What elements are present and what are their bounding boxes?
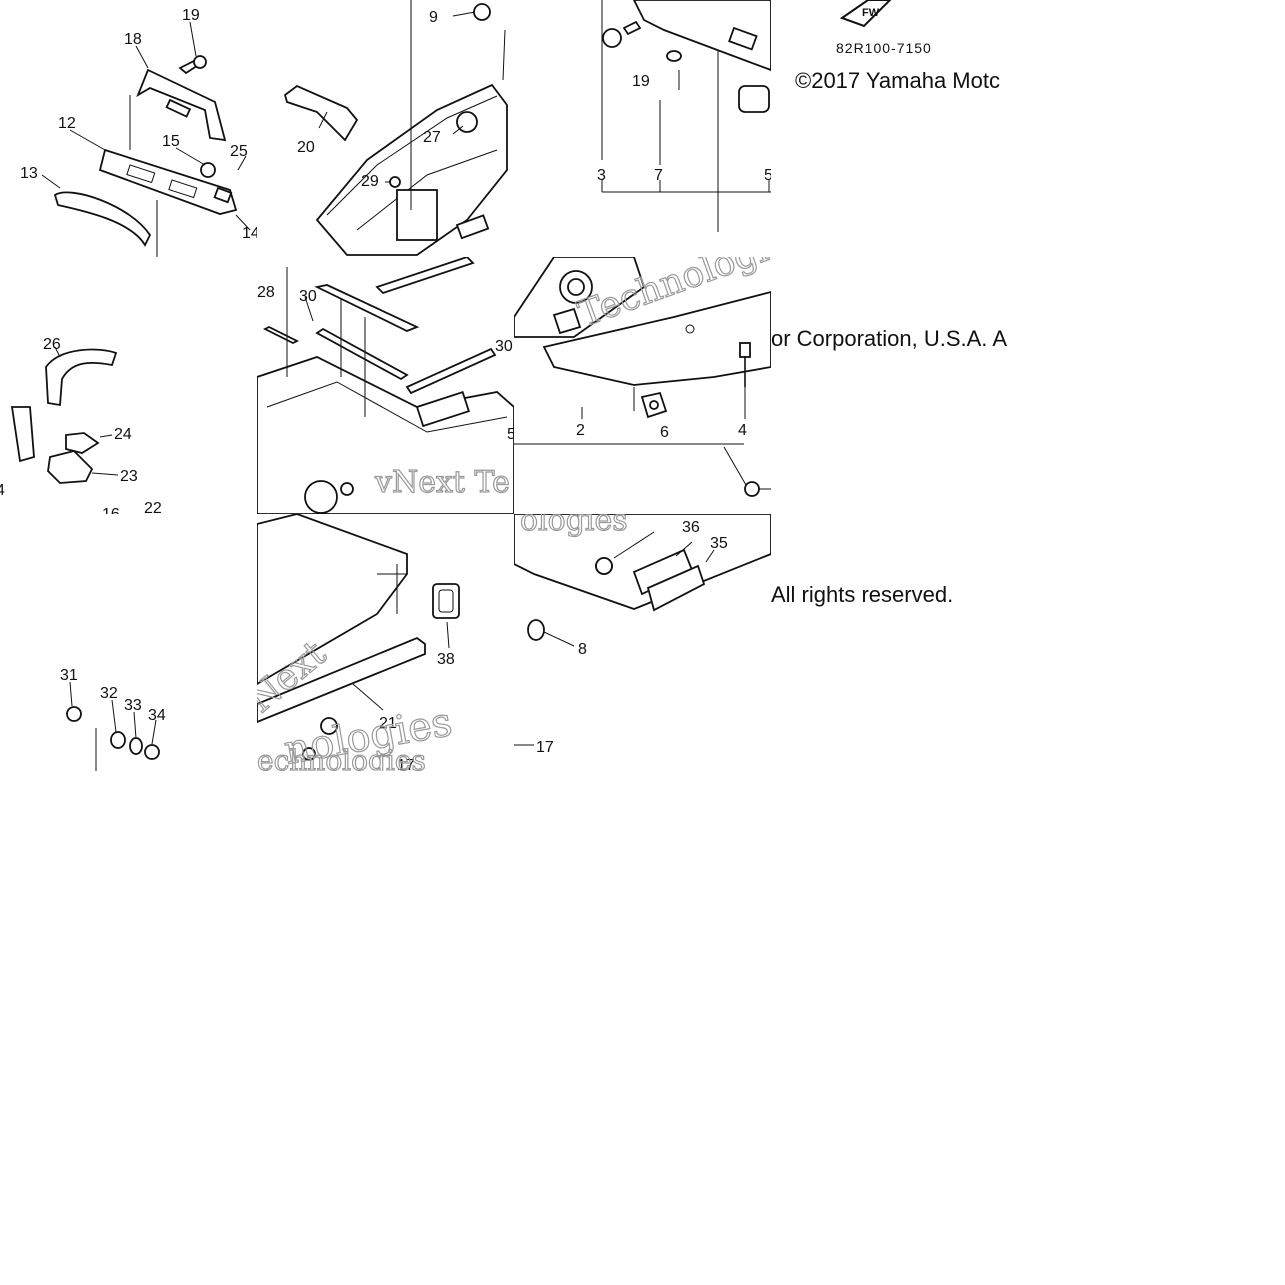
callout-31: 31 bbox=[60, 667, 78, 684]
callout-9: 9 bbox=[429, 9, 438, 26]
cross-bar-part bbox=[314, 257, 475, 332]
bolt-31-part bbox=[66, 706, 82, 722]
callout-7: 7 bbox=[654, 167, 663, 184]
clip-6-part bbox=[640, 391, 668, 419]
bracket-23-part bbox=[47, 450, 94, 484]
part-code: 82R100-7150 bbox=[836, 40, 932, 56]
callout-33: 33 bbox=[124, 697, 142, 714]
callout-6: 6 bbox=[660, 424, 669, 441]
cap-9-part bbox=[473, 3, 491, 21]
handle-26-part bbox=[45, 348, 118, 407]
arrow-icon bbox=[839, 0, 892, 28]
washer-32-part bbox=[110, 731, 126, 749]
copyright-line-3: All rights reserved. bbox=[771, 582, 954, 607]
callout-17: 17 bbox=[536, 739, 554, 756]
callout-32: 32 bbox=[100, 685, 118, 702]
nut-part bbox=[744, 481, 760, 497]
callout-18: 18 bbox=[124, 31, 142, 48]
callout-27: 27 bbox=[423, 129, 441, 146]
callout-14: 14 bbox=[242, 225, 257, 242]
diagram-tile-bottom-middle: 38 21 17 Next nologies echnologies bbox=[257, 514, 514, 771]
watermark-text: vNext Te bbox=[374, 465, 510, 500]
clip-7-part bbox=[666, 50, 682, 62]
diagram-tile-mid-right: 2 6 4 Technologies bbox=[514, 257, 771, 514]
bracket-24-part bbox=[65, 432, 100, 454]
rod-30-part bbox=[315, 327, 409, 381]
tab-14-part bbox=[213, 186, 233, 204]
callout-36: 36 bbox=[682, 519, 700, 536]
plate-12-part bbox=[98, 148, 238, 215]
callout-16: 16 bbox=[102, 506, 120, 514]
callout-12: 12 bbox=[58, 115, 76, 132]
strip-21-part bbox=[257, 636, 426, 723]
bolt-19-part bbox=[178, 55, 207, 75]
lower-frame-part bbox=[257, 356, 514, 514]
copyright-line-1: ©2017 Yamaha Motc bbox=[795, 68, 1000, 93]
callout-5: 5 bbox=[507, 426, 514, 443]
callout-3: 3 bbox=[597, 167, 606, 184]
diagram-tile-top-middle: 9 20 27 29 bbox=[257, 0, 514, 257]
diagram-tile-bottom-left: 31 32 33 34 bbox=[0, 514, 257, 771]
callout-20: 20 bbox=[297, 139, 315, 156]
gusset-part bbox=[514, 257, 646, 338]
callout-17: 17 bbox=[397, 757, 415, 771]
reflector-35-part bbox=[632, 548, 706, 612]
watermark-text: echnologies bbox=[257, 744, 426, 771]
callout-8: 8 bbox=[578, 641, 587, 658]
callout-2: 2 bbox=[576, 422, 585, 439]
callout-35: 35 bbox=[710, 535, 728, 552]
rod-30b-part bbox=[405, 347, 497, 395]
callout-22: 22 bbox=[144, 500, 162, 514]
callout-19: 19 bbox=[632, 73, 650, 90]
callout-26: 26 bbox=[43, 336, 61, 353]
bar-4-part bbox=[10, 406, 35, 463]
bolt-part bbox=[302, 717, 338, 761]
cover-20-part bbox=[283, 84, 359, 142]
callout-19: 19 bbox=[182, 7, 200, 24]
plug-8-part bbox=[527, 619, 545, 641]
callout-30b: 30 bbox=[495, 338, 513, 355]
side-rail-2-part bbox=[542, 291, 771, 386]
watermark-text: ologies bbox=[520, 514, 628, 538]
grommet-38-part bbox=[432, 583, 460, 619]
callout-5: 5 bbox=[764, 167, 771, 184]
bolt-19-part bbox=[602, 20, 642, 48]
washer-33-part bbox=[129, 737, 143, 755]
direction-badge: FW bbox=[838, 0, 898, 30]
bolt-36-part bbox=[595, 557, 613, 575]
diagram-tile-top-left: 19 18 12 15 25 13 14 bbox=[0, 0, 257, 257]
callout-4: 4 bbox=[738, 422, 747, 439]
rod-28-part bbox=[262, 325, 300, 345]
callout-25: 25 bbox=[230, 143, 248, 160]
callout-28: 28 bbox=[257, 284, 275, 301]
callout-38: 38 bbox=[437, 651, 455, 668]
diagram-tile-mid-middle: 28 30 30 5 vNext Te bbox=[257, 257, 514, 514]
callout-13: 13 bbox=[20, 165, 38, 182]
callout-34: 34 bbox=[148, 707, 166, 724]
panel-part bbox=[257, 514, 408, 686]
nut-34-part bbox=[144, 744, 160, 760]
callout-30: 30 bbox=[299, 288, 317, 305]
callout-4: 4 bbox=[0, 482, 5, 499]
diagram-tile-bottom-right: 36 35 8 17 ologies bbox=[514, 514, 771, 771]
callout-29: 29 bbox=[361, 173, 379, 190]
nut-15-part bbox=[200, 162, 216, 178]
callout-21: 21 bbox=[379, 715, 397, 732]
bracket-18-part bbox=[136, 68, 227, 142]
diagram-tile-mid-left: 26 24 23 22 16 4 bbox=[0, 257, 257, 514]
callout-24: 24 bbox=[114, 426, 132, 443]
callout-23: 23 bbox=[120, 468, 138, 485]
callout-15: 15 bbox=[162, 133, 180, 150]
upper-frame-part bbox=[632, 0, 771, 113]
bolt-4-part bbox=[739, 342, 751, 387]
handle-13-part bbox=[53, 191, 152, 247]
copyright-line-2: or Corporation, U.S.A. A bbox=[771, 326, 1007, 351]
washer-29-part bbox=[389, 176, 401, 188]
diagram-tile-top-right: 19 3 7 5 bbox=[514, 0, 771, 257]
badge-label: FW bbox=[862, 7, 880, 19]
